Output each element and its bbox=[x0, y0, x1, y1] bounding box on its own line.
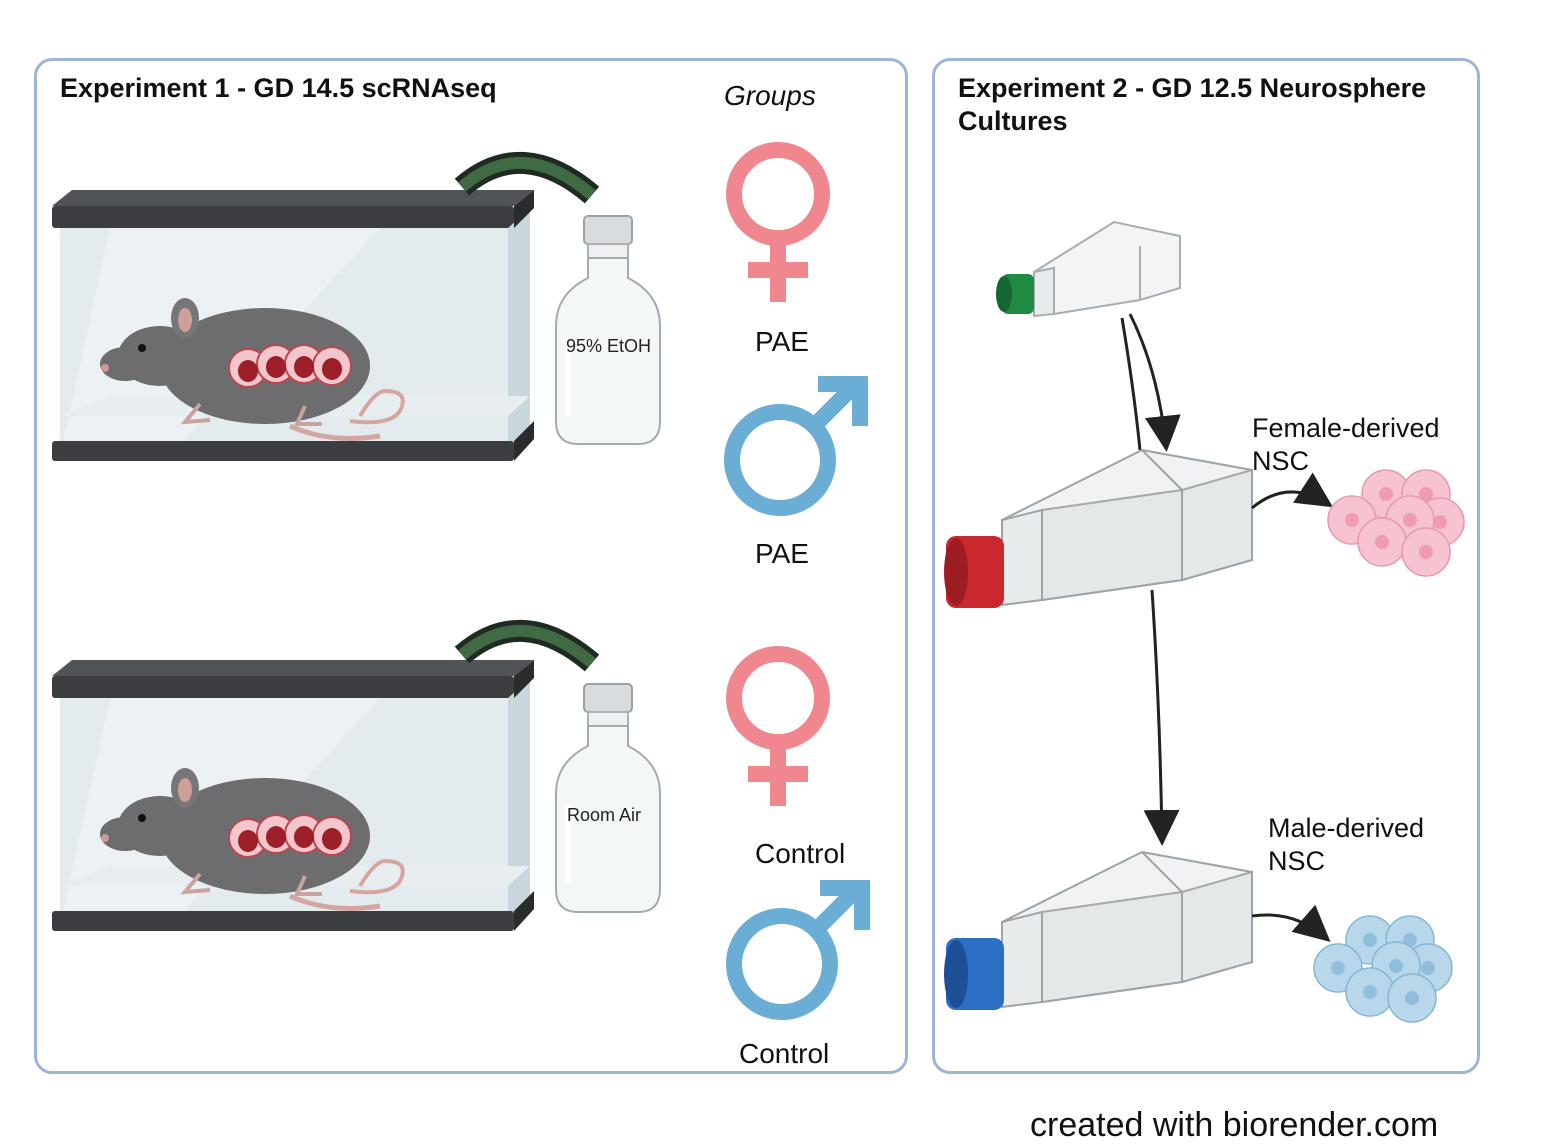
source-flask bbox=[996, 220, 1181, 318]
female-culture-flask bbox=[944, 449, 1253, 608]
female-nsc-label: Female-derived NSC bbox=[1252, 412, 1440, 478]
culture-arrows bbox=[1120, 313, 1181, 846]
male-nsc-line1: Male-derived bbox=[1268, 813, 1425, 843]
air-bottle bbox=[556, 684, 662, 916]
male-nsc-label: Male-derived NSC bbox=[1268, 812, 1424, 878]
experiment2-title-line1: Experiment 2 - GD 12.5 Neurosphere bbox=[958, 73, 1427, 103]
group-label: Control bbox=[739, 1038, 830, 1069]
female-symbol-icon bbox=[726, 142, 836, 307]
male-culture-flask bbox=[944, 851, 1253, 1010]
experiment2-title: Experiment 2 - GD 12.5 Neurosphere Cultu… bbox=[958, 72, 1426, 138]
male-symbol-icon bbox=[724, 882, 874, 1022]
group-label: PAE bbox=[755, 326, 809, 357]
groups-label: Groups bbox=[724, 80, 816, 111]
group-label: PAE bbox=[755, 538, 809, 569]
female-nsc-arrow bbox=[1251, 472, 1334, 510]
bottle-label-air: Room Air bbox=[567, 805, 642, 825]
female-neurosphere-icon bbox=[1327, 469, 1465, 577]
bottle-label-ethanol: 95% EtOH bbox=[566, 336, 652, 356]
ethanol-bottle bbox=[556, 216, 662, 448]
female-symbol-icon bbox=[726, 646, 836, 811]
male-symbol-icon bbox=[722, 378, 872, 518]
mouse-cage-air bbox=[50, 666, 540, 956]
experiment2-title-line2: Cultures bbox=[958, 106, 1068, 136]
footer-credit: created with biorender.com bbox=[1030, 1106, 1439, 1144]
male-nsc-arrow bbox=[1251, 904, 1331, 942]
female-nsc-line1: Female-derived bbox=[1252, 413, 1440, 443]
male-neurosphere-icon bbox=[1313, 915, 1453, 1023]
experiment1-title: Experiment 1 - GD 14.5 scRNAseq bbox=[60, 73, 497, 103]
group-label: Control bbox=[755, 838, 846, 869]
female-nsc-line2: NSC bbox=[1252, 446, 1310, 476]
mouse-cage-ethanol bbox=[50, 196, 540, 486]
male-nsc-line2: NSC bbox=[1268, 846, 1326, 876]
